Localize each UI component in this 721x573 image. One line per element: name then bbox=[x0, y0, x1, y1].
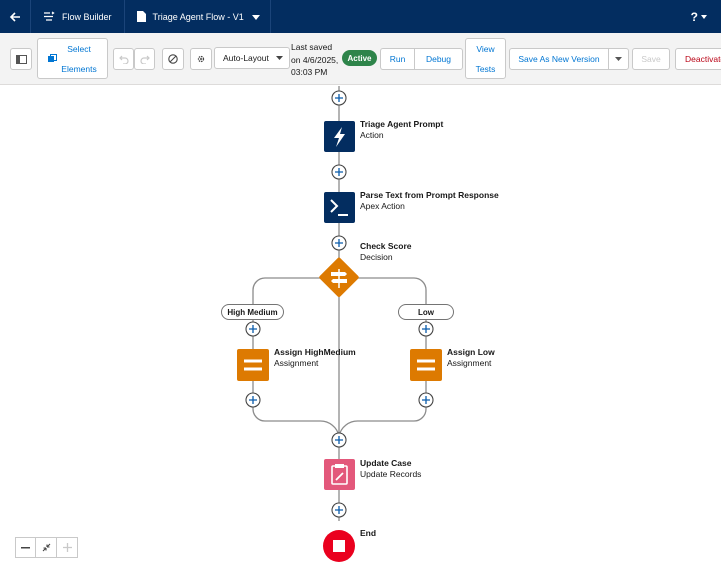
zoom-controls bbox=[15, 537, 78, 558]
help-icon: ? bbox=[690, 9, 698, 24]
layout-select[interactable]: Auto-Layout bbox=[214, 47, 290, 69]
node-subtitle: Decision bbox=[360, 252, 393, 262]
flow-name-label: Triage Agent Flow - V1 bbox=[152, 11, 244, 22]
update-records-node-icon[interactable] bbox=[324, 459, 355, 490]
node-subtitle: Assignment bbox=[447, 358, 492, 368]
connectors bbox=[252, 86, 427, 521]
last-saved-info: Last saved on 4/6/2025, 03:03 PM bbox=[291, 41, 338, 79]
save-button[interactable]: Save bbox=[632, 48, 670, 70]
assignment-node-icon-low[interactable] bbox=[410, 349, 442, 381]
decision-node-icon[interactable] bbox=[318, 257, 359, 298]
select-icon bbox=[48, 54, 58, 62]
errors-button[interactable] bbox=[162, 48, 184, 70]
save-options-button[interactable] bbox=[608, 48, 629, 70]
zoom-out-button[interactable] bbox=[15, 537, 36, 558]
help-menu[interactable]: ? bbox=[691, 0, 707, 33]
redo-button[interactable] bbox=[134, 48, 155, 70]
chevron-down-icon bbox=[276, 56, 283, 60]
flow-canvas[interactable]: Triage Agent Prompt Action Parse Text fr… bbox=[0, 86, 721, 573]
node-title: Check Score bbox=[360, 241, 412, 251]
app-title-label: Flow Builder bbox=[62, 11, 112, 22]
plus-icons bbox=[249, 94, 430, 514]
flow-diagram bbox=[237, 86, 442, 562]
back-arrow-icon bbox=[9, 11, 20, 22]
node-triage-agent-prompt[interactable]: Triage Agent Prompt Action bbox=[360, 119, 443, 141]
view-tests-label-2: Tests bbox=[475, 63, 496, 74]
toggle-panel-button[interactable] bbox=[10, 48, 32, 70]
node-assign-low[interactable]: Assign Low Assignment bbox=[447, 347, 495, 369]
zoom-in-button[interactable] bbox=[57, 537, 78, 558]
undo-button[interactable] bbox=[113, 48, 134, 70]
debug-button[interactable]: Debug bbox=[414, 48, 463, 70]
last-saved-date: on 4/6/2025, bbox=[291, 54, 339, 65]
branch-label-high-medium[interactable]: High Medium bbox=[221, 304, 284, 320]
node-title: Assign HighMedium bbox=[274, 347, 356, 357]
node-subtitle: Apex Action bbox=[360, 201, 405, 211]
select-label-2: Elements bbox=[61, 63, 97, 74]
apex-node-icon[interactable] bbox=[324, 192, 355, 223]
end-node-icon[interactable] bbox=[323, 530, 355, 562]
node-subtitle: Action bbox=[360, 130, 384, 140]
panel-icon bbox=[15, 54, 27, 64]
select-label-1: Select bbox=[67, 43, 91, 54]
assignment-node-icon-highmedium[interactable] bbox=[237, 349, 269, 381]
gear-icon bbox=[197, 55, 205, 63]
contract-icon bbox=[42, 543, 50, 552]
chevron-down-icon bbox=[701, 14, 707, 19]
node-subtitle: Update Records bbox=[360, 469, 422, 479]
deactivate-button[interactable]: Deactivate bbox=[675, 48, 721, 70]
view-tests-button[interactable]: View Tests bbox=[465, 38, 506, 79]
select-elements-button[interactable]: Select Elements bbox=[37, 38, 108, 79]
node-check-score[interactable]: Check Score Decision bbox=[360, 241, 412, 263]
node-title: Assign Low bbox=[447, 347, 495, 357]
node-assign-highmedium[interactable]: Assign HighMedium Assignment bbox=[274, 347, 356, 369]
undo-icon bbox=[118, 55, 129, 64]
back-button[interactable] bbox=[0, 0, 31, 33]
node-title: Parse Text from Prompt Response bbox=[360, 190, 499, 200]
fit-to-view-button[interactable] bbox=[36, 537, 57, 558]
document-icon bbox=[136, 11, 146, 22]
settings-button[interactable] bbox=[190, 48, 212, 70]
last-saved-time: 03:03 PM bbox=[291, 67, 328, 77]
node-title: Update Case bbox=[360, 458, 412, 468]
app-header: Flow Builder Triage Agent Flow - V1 ? bbox=[0, 0, 721, 33]
plus-icon bbox=[62, 543, 72, 552]
chevron-down-icon bbox=[615, 57, 622, 61]
status-badge: Active bbox=[342, 50, 377, 66]
node-title: End bbox=[360, 528, 377, 538]
chevron-down-icon bbox=[251, 12, 260, 22]
flow-icon bbox=[43, 11, 55, 22]
save-as-new-version-button[interactable]: Save As New Version bbox=[509, 48, 609, 70]
branch-label-low[interactable]: Low bbox=[398, 304, 454, 320]
layout-select-value: Auto-Layout bbox=[223, 53, 269, 63]
node-end[interactable]: End bbox=[360, 528, 376, 539]
redo-icon bbox=[139, 55, 150, 64]
action-node-icon[interactable] bbox=[324, 121, 355, 152]
run-button[interactable]: Run bbox=[380, 48, 415, 70]
view-tests-label-1: View bbox=[476, 43, 495, 54]
minus-icon bbox=[21, 546, 30, 548]
node-update-case[interactable]: Update Case Update Records bbox=[360, 458, 421, 480]
node-subtitle: Assignment bbox=[274, 358, 319, 368]
no-entry-icon bbox=[168, 54, 178, 64]
node-title: Triage Agent Prompt bbox=[360, 119, 444, 129]
app-title: Flow Builder bbox=[31, 0, 125, 33]
flow-name-menu[interactable]: Triage Agent Flow - V1 bbox=[125, 0, 271, 33]
last-saved-line: Last saved bbox=[291, 42, 333, 52]
node-parse-text[interactable]: Parse Text from Prompt Response Apex Act… bbox=[360, 190, 499, 212]
